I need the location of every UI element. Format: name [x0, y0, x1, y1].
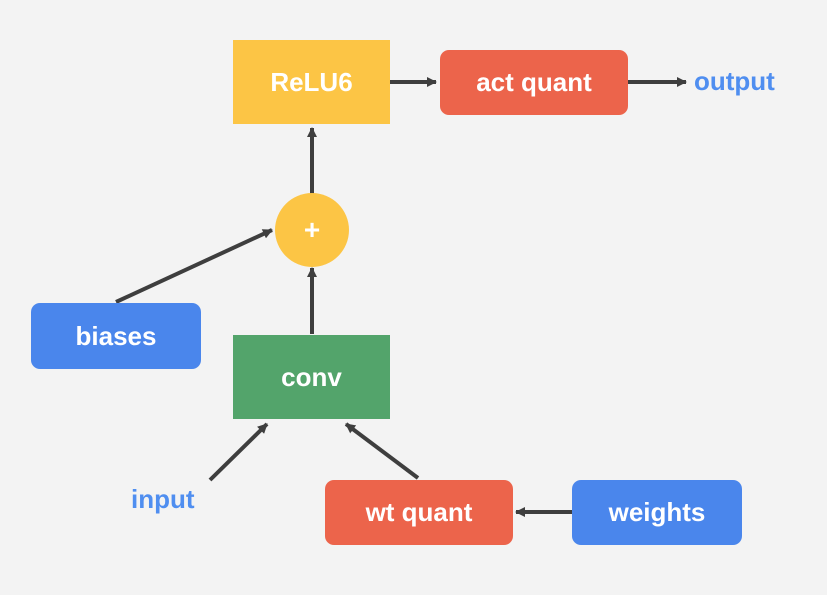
relu6-node: ReLU6 — [233, 40, 390, 124]
edge-input-to-conv — [208, 422, 269, 482]
conv-node: conv — [233, 335, 390, 419]
weights-node: weights — [572, 480, 742, 545]
wt-quant-node: wt quant — [325, 480, 513, 545]
input-label: input — [131, 484, 195, 514]
biases-node: biases — [31, 303, 201, 369]
add-node: + — [275, 193, 349, 267]
output-label: output — [694, 66, 775, 96]
edge-wt-quant-to-conv — [344, 422, 420, 480]
act-quant-node: act quant — [440, 50, 628, 115]
edge-biases-to-add — [115, 228, 273, 304]
